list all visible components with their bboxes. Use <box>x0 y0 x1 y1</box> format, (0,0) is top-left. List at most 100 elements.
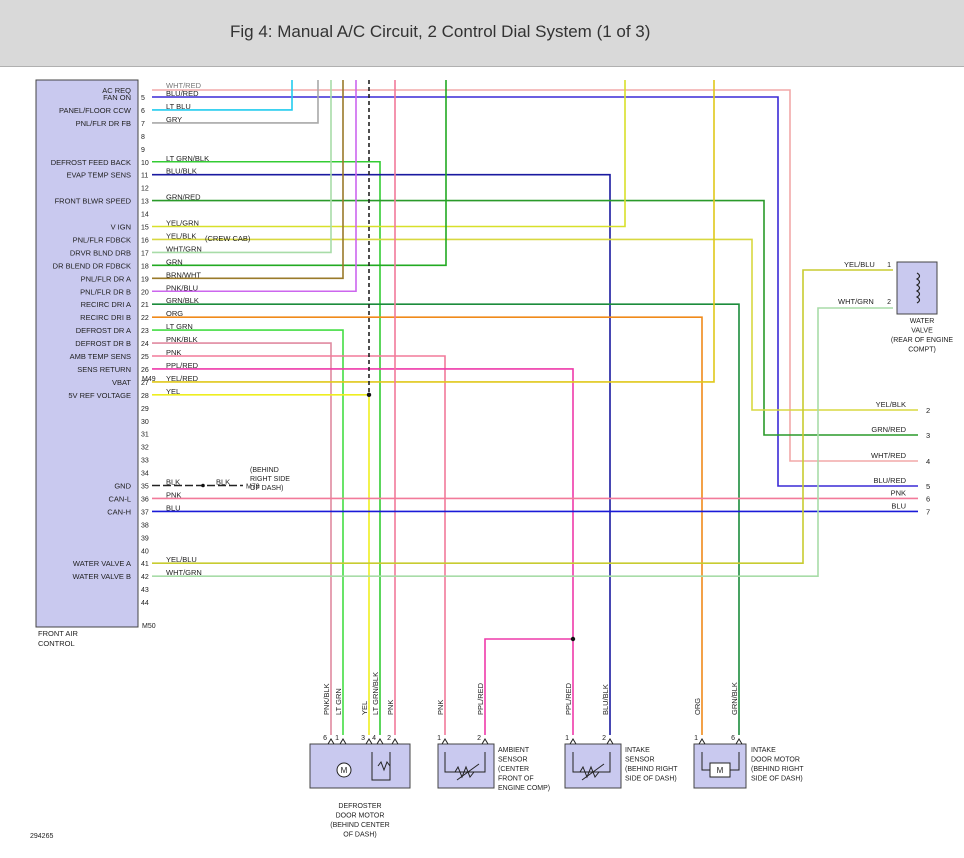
pin-number-20: 20 <box>141 289 149 296</box>
exit-wire-label-7: BLU <box>891 501 906 510</box>
defroster-motor-pin-6: 6 <box>323 735 327 742</box>
intake-sensor-label-line: (BEHIND RIGHT <box>625 766 678 773</box>
connector-pin-mark <box>376 738 384 745</box>
water-valve-pin-2: 2 <box>887 299 891 306</box>
thermistor-arrow-icon <box>581 763 605 781</box>
figure-header: Fig 4: Manual A/C Circuit, 2 Control Dia… <box>0 0 964 67</box>
wire-pin-24 <box>152 342 332 735</box>
pin-number-34: 34 <box>141 471 149 478</box>
pin-function-21: RECIRC DRI A <box>81 300 131 309</box>
module-name-line2: CONTROL <box>38 639 75 648</box>
pin-number-15: 15 <box>141 225 149 232</box>
ambient-sensor-label-line: AMBIENT <box>498 747 530 754</box>
intake-sensor-wire-label: BLU/BLK <box>601 684 610 715</box>
defroster-motor-wire-label: PNK/BLK <box>322 683 331 715</box>
wire-pin-19 <box>152 80 344 280</box>
figure-id: 294265 <box>30 833 53 840</box>
water-valve-label-line: VALVE <box>911 328 933 335</box>
intake-sensor-wire-label: PPL/RED <box>564 682 573 715</box>
defroster-motor-label-line: OF DASH) <box>343 832 376 839</box>
wire-label-15: YEL/GRN <box>166 219 199 228</box>
thermistor-icon <box>579 765 600 779</box>
connector-pin-mark <box>735 738 743 745</box>
defroster-motor-wire-label: PNK <box>386 700 395 715</box>
wire-label-27: YEL/RED <box>166 374 199 383</box>
pin-function-35: GND <box>114 482 131 491</box>
pin-number-22: 22 <box>141 315 149 322</box>
wire-pin-21 <box>152 303 740 735</box>
intake-motor-pin-6: 6 <box>731 735 735 742</box>
pin-function-37: CAN-H <box>107 507 131 516</box>
pin-function-ac-req: AC REQ <box>102 86 131 95</box>
pin-number-10: 10 <box>141 160 149 167</box>
pin-number-29: 29 <box>141 406 149 413</box>
wire-label-21: GRN/BLK <box>166 296 199 305</box>
wire-label-10: LT GRN/BLK <box>166 154 209 163</box>
module-name-line1: FRONT AIR <box>38 629 78 638</box>
pin-number-28: 28 <box>141 393 149 400</box>
ambient-sensor-pin-1: 1 <box>437 735 441 742</box>
wire-label-35: BLK <box>166 478 180 487</box>
wire-pin-16 <box>152 238 918 411</box>
exit-wire-label-5: BLU/RED <box>873 476 906 485</box>
water-valve-coil-icon <box>915 272 921 304</box>
water-valve-label-line: COMPT) <box>908 347 936 354</box>
pin-number-19: 19 <box>141 276 149 283</box>
pin-function-42: WATER VALVE B <box>73 572 131 581</box>
wire-pin-6 <box>152 80 293 111</box>
connector-pin-mark <box>569 738 577 745</box>
pin-number-41: 41 <box>141 561 149 568</box>
ground-note-line: (BEHIND <box>250 467 279 474</box>
pin-number-7: 7 <box>141 121 145 128</box>
pin-function-5: FAN ON <box>103 93 131 102</box>
motor-icon <box>709 762 731 778</box>
pin-function-7: PNL/FLR DR FB <box>76 119 131 128</box>
defroster-motor-label-line: (BEHIND CENTER <box>330 822 390 829</box>
wire-label-20: PNK/BLU <box>166 283 198 292</box>
exit-wire-label-3: GRN/RED <box>871 425 906 434</box>
connector-pin-mark <box>441 738 449 745</box>
wire-pin-25 <box>152 355 446 735</box>
pin-number-40: 40 <box>141 548 149 555</box>
wire-label-26: PPL/RED <box>166 361 199 370</box>
pin-number-24: 24 <box>141 341 149 348</box>
resistor-icon <box>377 760 391 772</box>
wire-pin-10 <box>152 160 381 735</box>
exit-wire-label-6: PNK <box>891 488 906 497</box>
water-valve-wire-1: YEL/BLU <box>844 260 875 269</box>
pin-number-30: 30 <box>141 419 149 426</box>
thermistor-lead-icon <box>572 752 611 773</box>
pin-number-33: 33 <box>141 458 149 465</box>
pin-number-44: 44 <box>141 600 149 607</box>
connector-pin-mark <box>698 738 706 745</box>
wire-label-17: WHT/GRN <box>166 244 202 253</box>
connector-pin-mark <box>606 738 614 745</box>
wire-label-7: GRY <box>166 115 182 124</box>
splice-dot-5v <box>366 392 372 398</box>
pin-number-12: 12 <box>141 186 149 193</box>
exit-number-6: 6 <box>926 494 930 503</box>
ambient-sensor-wire-label: PNK <box>436 700 445 715</box>
wire-label-19: BRN/WHT <box>166 270 201 279</box>
defroster-motor-label-line: DEFROSTER <box>338 803 381 810</box>
wires-layer <box>152 80 918 735</box>
wire-pin-41 <box>152 269 893 565</box>
water-valve-pin-1: 1 <box>887 262 891 269</box>
intake-motor-pin-1: 1 <box>694 735 698 742</box>
intake-sensor-label-line: SIDE OF DASH) <box>625 776 677 783</box>
crew-cab-note: (CREW CAB) <box>205 234 251 243</box>
pin-function-24: DEFROST DR B <box>75 339 131 348</box>
wire-pin-20 <box>152 80 357 293</box>
figure-title: Fig 4: Manual A/C Circuit, 2 Control Dia… <box>230 22 651 41</box>
connector-pin-mark <box>391 738 399 745</box>
pin-number-21: 21 <box>141 302 149 309</box>
pin-number-9: 9 <box>141 147 145 154</box>
wire-pin-18 <box>152 80 447 267</box>
pin-function-16: PNL/FLR FDBCK <box>73 235 131 244</box>
exit-number-2: 2 <box>926 406 930 415</box>
pin-number-23: 23 <box>141 328 149 335</box>
connector-pin-mark <box>339 738 347 745</box>
intake-sensor-label-line: SENSOR <box>625 757 655 764</box>
pin-number-5: 5 <box>141 95 145 102</box>
